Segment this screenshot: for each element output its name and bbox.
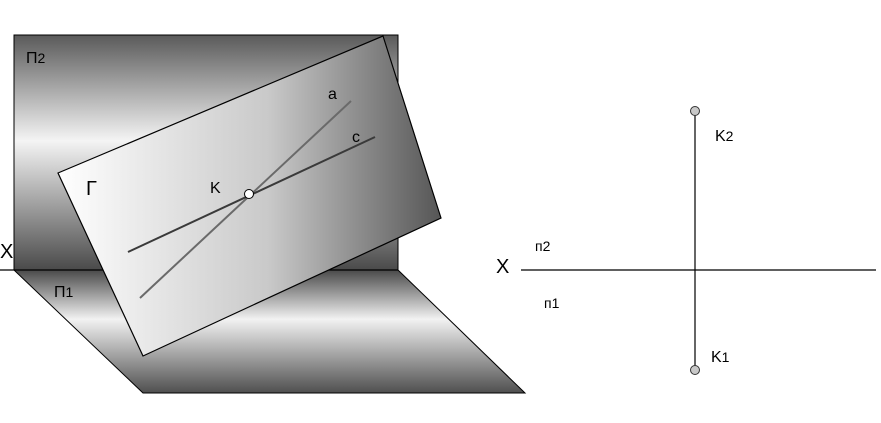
point-k2: [690, 106, 700, 116]
label-k: K: [210, 180, 221, 197]
label-x-left: X: [0, 241, 13, 263]
label-a: a: [328, 86, 337, 103]
label-k1: K1: [711, 349, 730, 366]
label-p1-left: П1: [54, 284, 74, 301]
point-k1: [690, 365, 700, 375]
point-k: [244, 189, 254, 199]
label-k2: K2: [715, 128, 734, 145]
label-gamma: Г: [86, 178, 97, 200]
label-p2-left: П2: [26, 50, 46, 67]
label-x-right: X: [496, 256, 509, 278]
line-a: [139, 100, 352, 299]
label-p1-right: п1: [544, 295, 560, 311]
label-p2-right: п2: [535, 238, 551, 254]
label-c: c: [352, 129, 360, 146]
